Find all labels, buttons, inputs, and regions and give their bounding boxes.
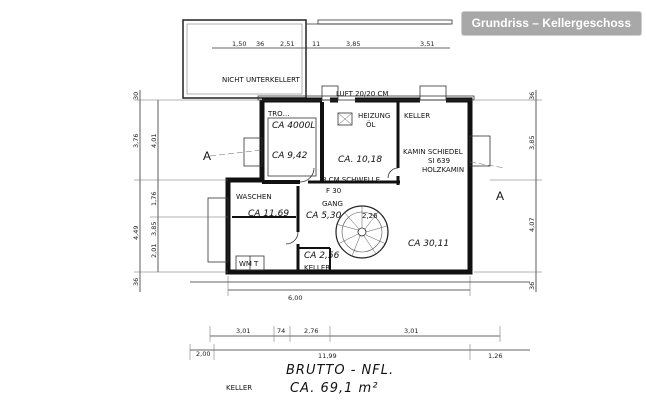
left-dim-2: 3,76 (132, 134, 140, 148)
oil-tank-box (267, 117, 317, 177)
room1-area-label: CA 4000L (272, 121, 315, 131)
bottom-dim-row2-4: 3,01 (404, 327, 418, 335)
top-dim-6: 3,51 (420, 40, 434, 48)
unexcavated-label: NICHT UNTERKELLERT (222, 76, 300, 84)
top-dim-4: 11 (312, 40, 320, 48)
keller-small-area-label: CA 2,56 (304, 251, 340, 261)
door-swing-3 (285, 231, 299, 245)
room1-top-label: TRO… (267, 110, 290, 118)
bottom-dim-row3-3: 1,26 (488, 352, 502, 360)
bottom-dim-row3-2: 11,99 (318, 352, 337, 360)
kamin-si-label: SI 639 (428, 157, 450, 165)
interior-walls (232, 102, 400, 272)
unexcavated-inner (186, 23, 303, 95)
gang-area-label: CA 5,30 (306, 211, 342, 221)
stair-dim-label: 2,26 (362, 212, 378, 220)
luft-label: LUFT 20/20 CM (336, 90, 388, 98)
bottom-dim-row3-1: 2,00 (196, 350, 210, 358)
top-dim-5: 3,85 (346, 40, 360, 48)
f30-label: F 30 (326, 187, 341, 195)
section-mark-right: A (496, 189, 504, 203)
left-dim-7: 2,01 (150, 244, 158, 258)
keller-footer-label: KELLER (226, 384, 252, 392)
heizung-label: HEIZUNG (358, 112, 390, 120)
window-well-right-top (469, 135, 491, 167)
bottom-dim-row2-1: 3,01 (236, 327, 250, 335)
top-dim-2: 36 (256, 40, 264, 48)
kamin-label: KAMIN SCHIEDEL (403, 148, 463, 156)
room1-area2-label: CA 9,42 (272, 151, 308, 161)
left-dim-6: 3,85 (150, 222, 158, 236)
section-mark-left: A (203, 149, 211, 163)
right-dim-1: 36 (528, 92, 536, 100)
brutto-label: BRUTTO - NFL. (286, 363, 394, 378)
right-dim-3: 4,07 (528, 218, 536, 232)
left-dim-4: 1,76 (150, 192, 158, 206)
right-dim-4: 36 (528, 282, 536, 290)
title-badge: Grundriss – Kellergeschoss (461, 12, 641, 35)
section-line (209, 149, 263, 157)
left-dim-8: 36 (132, 278, 140, 286)
oel-label: ÖL (366, 120, 376, 129)
top-dim-1: 1,50 (232, 40, 246, 48)
area-total-label: CA. 69,1 m² (290, 381, 378, 396)
window-well-left-upper (243, 137, 263, 167)
door-swing-2 (387, 167, 399, 179)
heizung-area-label: CA. 10,18 (338, 155, 382, 165)
left-dim-5: 4,49 (132, 226, 140, 240)
keller-top-right-label: KELLER (404, 112, 430, 120)
left-dim-3: 4,01 (150, 134, 158, 148)
chimney-box (337, 112, 353, 126)
waschen-label: WASCHEN (236, 193, 272, 201)
keller-main-area-label: CA 30,11 (408, 239, 449, 249)
spiral-staircase (335, 205, 389, 259)
bottom-dim-row2-2: 74 (277, 327, 285, 335)
upper-extension (317, 19, 453, 25)
right-dim-2: 3,85 (528, 136, 536, 150)
schwelle-label: 8 CM SCHWELLE (322, 176, 380, 184)
bottom-dimension-chain (189, 276, 530, 360)
t-label: T (253, 260, 259, 268)
left-dimension-chain (134, 90, 262, 292)
waschen-area-label: CA 11,69 (248, 209, 289, 219)
kamin-hand-label: HOLZKAMIN (422, 166, 464, 174)
bottom-dim-row1: 6,00 (288, 294, 302, 302)
wm-label: WM (239, 260, 252, 268)
wall-outline-outer (257, 95, 475, 101)
bottom-dim-row2-3: 2,76 (304, 327, 318, 335)
right-dimension-chain (474, 90, 542, 292)
left-dim-1: 30 (132, 92, 140, 100)
chimney-top (321, 85, 339, 101)
window-well-left (207, 197, 229, 263)
door-swing-1 (299, 167, 315, 183)
unexcavated-area (182, 19, 307, 99)
top-dim-3: 2,51 (280, 40, 294, 48)
light-well-top (419, 85, 447, 101)
gang-label: GANG (322, 200, 343, 208)
keller-small-label: KELLER (304, 264, 330, 272)
